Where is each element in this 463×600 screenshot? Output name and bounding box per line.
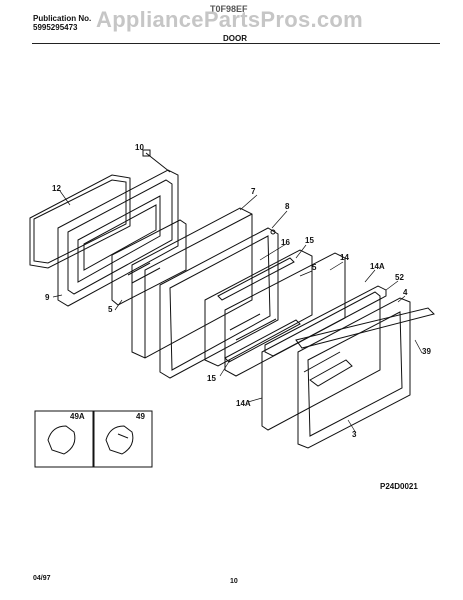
callout-14: 14 <box>340 253 349 262</box>
watermark: AppliancePartsPros.com <box>96 7 364 32</box>
glass-support-part <box>264 285 387 357</box>
handle-end-cap-insets <box>34 410 153 468</box>
window-liner-part <box>159 227 279 379</box>
callout-9: 9 <box>45 293 50 302</box>
header-rule <box>32 43 440 44</box>
callout-52: 52 <box>395 273 404 282</box>
door-outer-frame-part <box>297 297 411 449</box>
door-gasket-part <box>29 174 131 269</box>
publication-number: 5995295473 <box>33 23 78 32</box>
end-cap-49 <box>105 425 134 455</box>
window-glass-right-part <box>204 249 313 367</box>
window-glass-left-part <box>111 219 187 306</box>
footer-date: 04/97 <box>33 575 51 582</box>
callout-8: 8 <box>285 202 290 211</box>
callout-10: 10 <box>135 143 144 152</box>
callout-15-bottom: 15 <box>207 374 216 383</box>
callout-16: 16 <box>281 238 290 247</box>
callout-12: 12 <box>52 184 61 193</box>
screw-part <box>142 149 171 173</box>
inner-glass-part <box>224 252 346 377</box>
door-handle-part <box>295 307 435 387</box>
callout-15-top: 15 <box>305 236 314 245</box>
callout-5-left: 5 <box>108 305 113 314</box>
callout-14a-top: 14A <box>370 262 385 271</box>
publication-label: Publication No. <box>33 14 92 23</box>
model-number: T0F98EF <box>210 4 248 14</box>
callout-4: 4 <box>403 288 408 297</box>
callout-7: 7 <box>251 187 256 196</box>
inset-49-frame <box>93 410 153 468</box>
section-title: DOOR <box>223 34 247 43</box>
end-cap-49a <box>47 425 76 455</box>
callout-3: 3 <box>352 430 357 439</box>
leader-lines <box>52 190 423 434</box>
callout-5-right: 5 <box>312 263 317 272</box>
footer-page-number: 10 <box>230 578 238 585</box>
callout-49a: 49A <box>70 412 85 421</box>
outer-door-panel-part <box>131 207 253 359</box>
diagram-code: P24D0021 <box>380 482 418 491</box>
callout-49: 49 <box>136 412 145 421</box>
callout-14a-bottom: 14A <box>236 399 251 408</box>
glass-retainer-part <box>217 257 301 363</box>
inset-49a-frame <box>34 410 94 468</box>
end-cap-49-detail <box>117 433 129 439</box>
lower-glass-part <box>261 291 381 431</box>
callout-39: 39 <box>422 347 431 356</box>
